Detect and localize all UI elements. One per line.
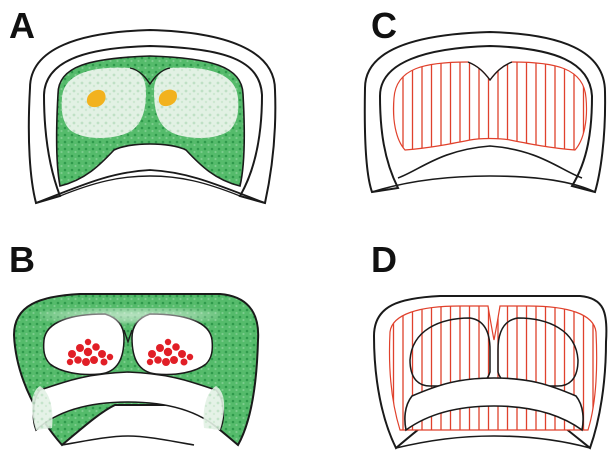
panel-b-base <box>62 436 194 445</box>
panel-b-pale-band <box>40 308 220 326</box>
panel-a-section <box>29 30 276 203</box>
panel-d-section <box>374 296 606 448</box>
panel-c-floor <box>372 176 595 192</box>
panel-a-floor-lower <box>60 176 240 196</box>
panel-c-canal-arch <box>398 146 582 178</box>
panel-c-section <box>365 32 605 192</box>
panel-d-base <box>396 436 590 448</box>
panel-b-section <box>14 294 258 445</box>
panel-c-hatched-region <box>393 62 586 150</box>
panel-a-pale-lobe-left <box>62 68 146 138</box>
